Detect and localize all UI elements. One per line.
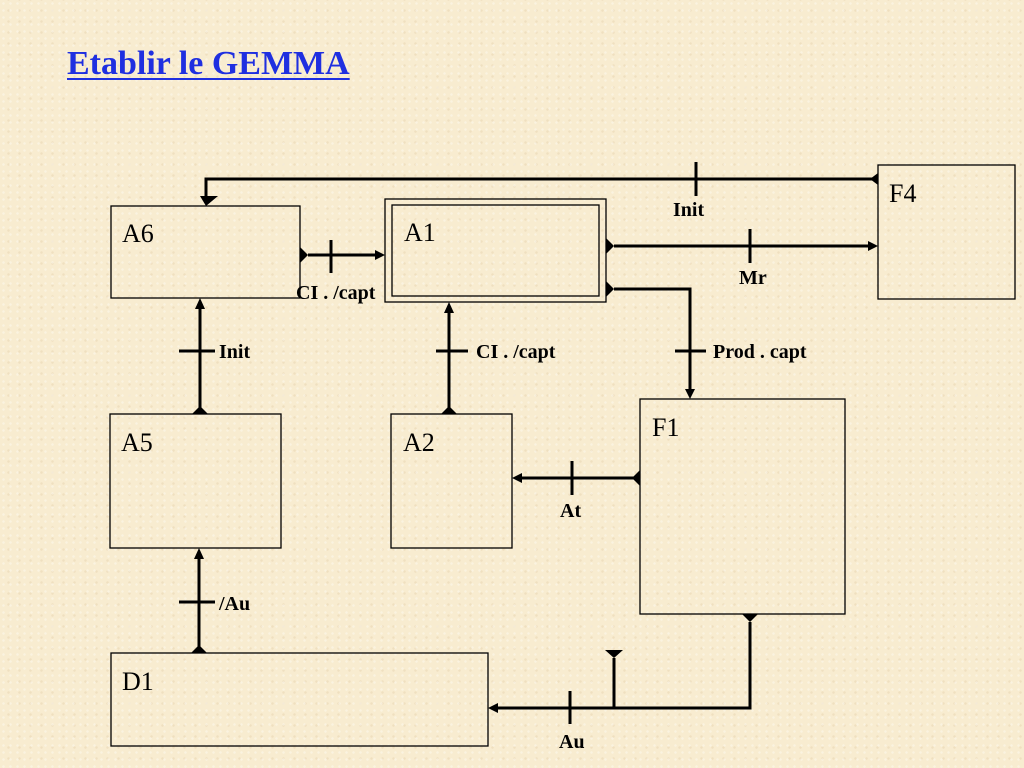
state-label-a6: A6 <box>122 219 154 248</box>
state-label-d1: D1 <box>122 667 154 696</box>
transition-a2-to-a1 <box>436 310 468 408</box>
source-marker-icon <box>300 247 308 263</box>
state-label-f4: F4 <box>889 179 916 208</box>
arrowhead-icon <box>194 548 204 559</box>
source-marker-icon <box>632 470 640 486</box>
source-marker-icon <box>606 238 614 254</box>
source-marker-icon <box>606 281 614 297</box>
arrowhead-icon <box>512 473 522 483</box>
source-marker-icon <box>441 406 457 414</box>
source-marker-icon <box>191 645 207 653</box>
state-box-a1-outer[interactable] <box>384 198 607 303</box>
condition-label-f1-to-a2: At <box>560 500 581 522</box>
state-box-d1[interactable] <box>110 652 489 747</box>
arrowhead-icon <box>868 241 878 251</box>
transition-d1-to-a5 <box>179 556 215 647</box>
transition-f4-to-a6 <box>204 162 878 198</box>
source-marker-icon <box>192 406 208 414</box>
transition-f1-to-d1 <box>496 622 752 724</box>
transition-f1-to-a2 <box>520 461 634 495</box>
state-box-f4[interactable] <box>877 164 1016 300</box>
arrowhead-icon <box>195 298 205 309</box>
source-marker-icon <box>870 173 878 185</box>
transition-a5-to-a6 <box>179 306 215 408</box>
state-label-a2: A2 <box>403 428 435 457</box>
page-title: Etablir le GEMMA <box>67 45 350 82</box>
arrowhead-icon <box>200 196 218 206</box>
condition-label-d1-to-a5: /Au <box>218 593 250 615</box>
state-box-a1-inner <box>391 204 600 297</box>
transition-a6-to-a1 <box>308 240 376 273</box>
source-marker-icon <box>605 650 623 658</box>
condition-label-a5-to-a6: Init <box>219 341 250 363</box>
arrowhead-icon <box>444 302 454 313</box>
source-marker-icon <box>742 614 758 622</box>
state-label-a1: A1 <box>404 218 436 247</box>
condition-label-a1-to-f1: Prod . capt <box>713 341 807 363</box>
state-label-f1: F1 <box>652 413 679 442</box>
condition-label-f1-to-d1: Au <box>559 731 585 753</box>
transition-a1-to-f4 <box>614 229 870 263</box>
transition-a1-to-f1 <box>614 287 706 391</box>
arrowhead-icon <box>685 389 695 399</box>
condition-label-f4-to-a6: Init <box>673 199 704 221</box>
condition-label-a2-to-a1: CI . /capt <box>476 341 556 363</box>
state-label-a5: A5 <box>121 428 153 457</box>
condition-label-a6-to-a1: CI . /capt <box>296 282 376 304</box>
condition-label-a1-to-f4: Mr <box>739 267 767 289</box>
arrowhead-icon <box>375 250 385 260</box>
arrowhead-icon <box>488 703 498 713</box>
